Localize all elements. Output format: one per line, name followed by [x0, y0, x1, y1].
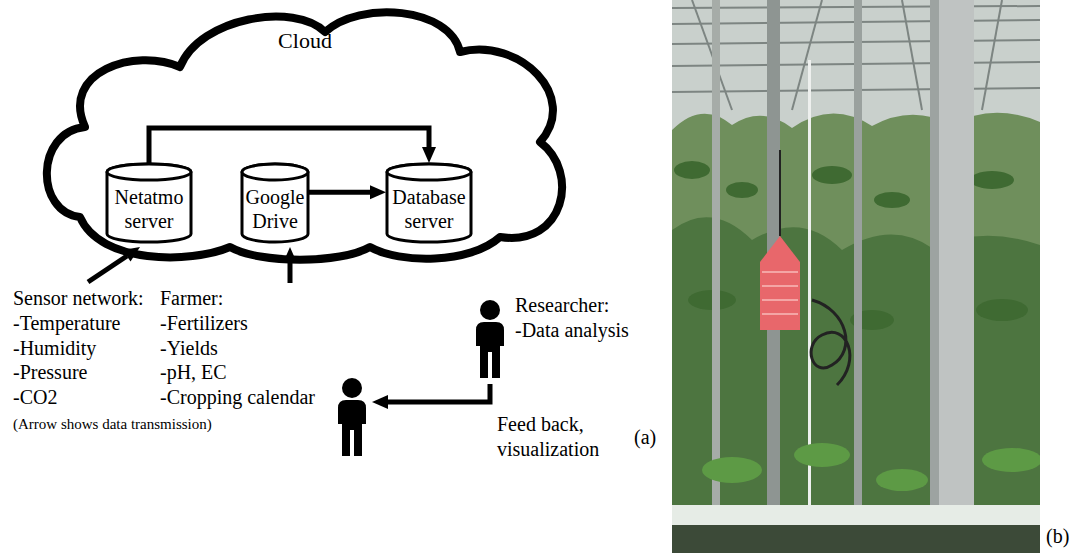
steel-post [854, 0, 862, 553]
server-cylinder: Database server [385, 162, 473, 244]
cylinder-top [107, 164, 191, 180]
annotation-text: (a) [634, 425, 656, 449]
annotation-text: Researcher: [515, 293, 609, 317]
node-label: Google Drive [244, 185, 306, 233]
farmer-head [342, 378, 362, 398]
leaf [794, 443, 850, 467]
arrow-line [309, 190, 370, 195]
leaf [726, 182, 758, 198]
node-label: Database server [389, 185, 469, 233]
data-flow-arrow [309, 185, 386, 199]
steel-post-large [930, 0, 974, 553]
sensor-cable [811, 300, 850, 385]
leaf [812, 166, 852, 184]
annotation-text: Feed back, [497, 412, 584, 436]
steel-post-edge [930, 0, 939, 553]
annotation-text: -Humidity [13, 336, 96, 360]
annotation-text: -Temperature [13, 311, 120, 335]
trap-stripe [762, 299, 798, 301]
leaf [874, 192, 910, 208]
feedback-arrow-head [372, 395, 388, 409]
farmer-body [338, 400, 366, 456]
floor [672, 525, 1040, 553]
trap-stripes [762, 272, 798, 314]
annotation-text: Farmer: [160, 286, 223, 310]
researcher-head [480, 300, 500, 320]
arrow-head [370, 185, 386, 199]
farmer-arrow-line [288, 262, 293, 283]
server-cylinder: Netatmo server [105, 162, 193, 244]
researcher-body [476, 322, 504, 378]
truss-line [792, 0, 822, 110]
trap-stripe [762, 285, 798, 287]
cylinder-body [387, 164, 471, 242]
node-text-area: Google Drive [244, 178, 306, 240]
schematic-art [0, 0, 672, 553]
annotation-text: -pH, EC [160, 360, 227, 384]
cylinder-top [387, 164, 471, 180]
growing-tray [672, 505, 1040, 525]
cylinder-body [242, 164, 308, 242]
truss-line [982, 0, 1002, 110]
insect-trap [760, 236, 800, 330]
greenhouse-photo [672, 0, 1040, 553]
annotation-text: Sensor network: [13, 286, 144, 310]
photo-roof [672, 0, 1040, 553]
server-cylinder: Google Drive [240, 162, 310, 244]
sensor-arrow-line [88, 256, 127, 282]
node-text-area: Netatmo server [109, 178, 189, 240]
annotation-text: -Fertilizers [160, 311, 248, 335]
leaf [982, 448, 1040, 472]
arrow-line [149, 128, 429, 163]
leaf [876, 469, 928, 491]
node-text-area: Cloud [40, 28, 570, 54]
leaf [702, 457, 762, 483]
annotation-text: visualization [497, 437, 599, 461]
trap-stripe [762, 271, 798, 273]
annotation-text: -CO2 [13, 385, 57, 409]
annotation-text: -Yields [160, 336, 218, 360]
trap-stripe [762, 313, 798, 315]
leaf [970, 171, 1014, 189]
annotation-text: -Pressure [13, 360, 87, 384]
data-flow-arrow [149, 128, 436, 163]
node-text-area: Database server [389, 178, 469, 240]
node-label: Cloud [40, 28, 570, 54]
cylinder-top [242, 164, 308, 180]
annotation-text: -Data analysis [515, 318, 629, 342]
cylinder-body [107, 164, 191, 242]
cloud-region: CloudNetatmo server Google Drive Database … [40, 2, 570, 268]
leaf-cluster [674, 161, 1028, 330]
leaf [976, 299, 1028, 321]
annotation-text: -Cropping calendar [160, 385, 315, 409]
trap-hanger [779, 150, 781, 236]
foreground-leaves [702, 443, 1040, 491]
annotation-text: (Arrow shows data transmission) [13, 412, 212, 436]
annotation-text: (b) [1046, 524, 1069, 548]
arrow-head [422, 147, 436, 163]
string-line [808, 60, 811, 553]
node-label: Netatmo server [109, 185, 189, 233]
feedback-arrow-line [388, 384, 490, 402]
truss-line [902, 0, 922, 110]
leaf [674, 161, 710, 179]
